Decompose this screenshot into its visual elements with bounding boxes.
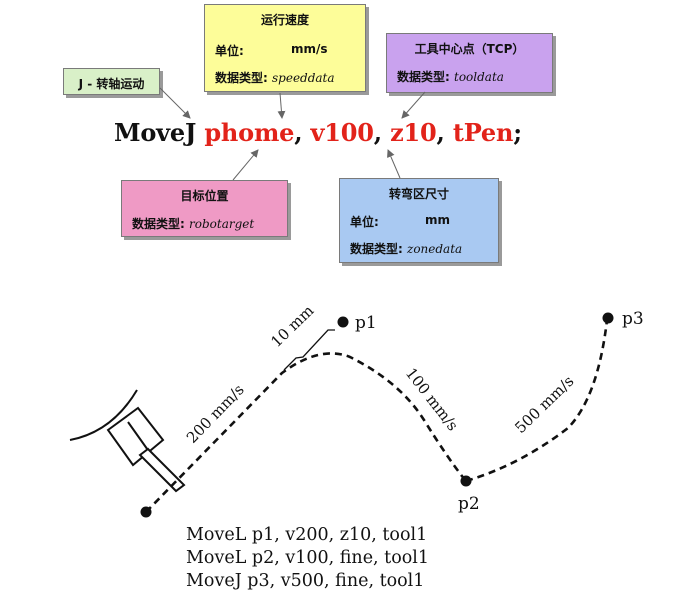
code-block: MoveL p1, v200, z10, tool1 MoveL p2, v10… <box>186 524 429 593</box>
target-type-label: 数据类型: <box>132 217 185 231</box>
target-type-value: robotarget <box>189 217 255 231</box>
zone-type-label: 数据类型: <box>350 242 403 256</box>
label-p3: p3 <box>622 309 644 329</box>
joint-move-title: J - 转轴运动 <box>78 77 145 91</box>
target-title: 目标位置 <box>180 189 229 203</box>
tcp-title: 工具中心点（TCP） <box>414 42 525 56</box>
separator: , <box>294 118 303 147</box>
tcp-type-label: 数据类型: <box>397 70 450 84</box>
separator: , <box>436 118 445 147</box>
speed-type-label: 数据类型: <box>215 71 268 85</box>
zone-unit-value: mm <box>425 213 451 227</box>
label-p1: p1 <box>355 313 377 333</box>
label-p2: p2 <box>458 494 480 514</box>
label-seg1-speed: 200 mm/s <box>183 381 248 447</box>
start-point <box>140 506 152 518</box>
separator: , <box>373 118 382 147</box>
joint-move-callout: J - 转轴运动 <box>63 68 160 95</box>
speed-unit-label: 单位: <box>215 44 244 58</box>
tcp-type-value: tooldata <box>454 70 504 84</box>
speed-arrow <box>277 92 286 119</box>
zone-bracket-icon <box>283 329 335 371</box>
point-p2 <box>460 475 472 487</box>
point-p3 <box>602 312 614 324</box>
movej-command: MoveJ phome, v100, z10, tPen; <box>114 118 522 147</box>
speed-title: 运行速度 <box>260 13 309 27</box>
code-line: MoveJ p3, v500, fine, tool1 <box>186 571 425 591</box>
command-keyword: MoveJ <box>114 118 197 147</box>
speed-callout: 运行速度 单位: mm/s 数据类型: speeddata <box>204 4 366 92</box>
label-zone-size: 10 mm <box>267 302 317 351</box>
zone-unit-label: 单位: <box>350 215 379 229</box>
tcp-callout: 工具中心点（TCP） 数据类型: tooldata <box>386 33 553 93</box>
arg-tool: tPen <box>452 118 514 147</box>
speed-unit-value: mm/s <box>291 42 328 56</box>
zone-type-value: zonedata <box>407 242 463 256</box>
robot-tool-icon <box>69 389 186 493</box>
speed-type-value: speeddata <box>272 71 335 85</box>
zone-callout: 转弯区尺寸 单位: mm 数据类型: zonedata <box>339 178 499 263</box>
arg-zone: z10 <box>390 118 437 147</box>
zone-arrow <box>387 149 401 179</box>
code-line: MoveL p1, v200, z10, tool1 <box>186 525 428 545</box>
zone-title: 转弯区尺寸 <box>388 187 449 201</box>
arg-speed: v100 <box>310 118 374 147</box>
point-p1 <box>337 316 349 328</box>
code-line: MoveL p2, v100, fine, tool1 <box>186 548 430 568</box>
tcp-arrow <box>401 91 426 119</box>
terminator: ; <box>513 118 522 147</box>
target-callout: 目标位置 数据类型: robotarget <box>121 180 288 237</box>
label-seg3-speed: 500 mm/s <box>511 372 577 437</box>
path-p0-p2 <box>145 352 467 513</box>
label-seg2-speed: 100 mm/s <box>402 364 462 434</box>
target-arrow <box>232 149 259 181</box>
joint-arrow <box>159 87 191 119</box>
arg-target: phome <box>204 118 295 147</box>
